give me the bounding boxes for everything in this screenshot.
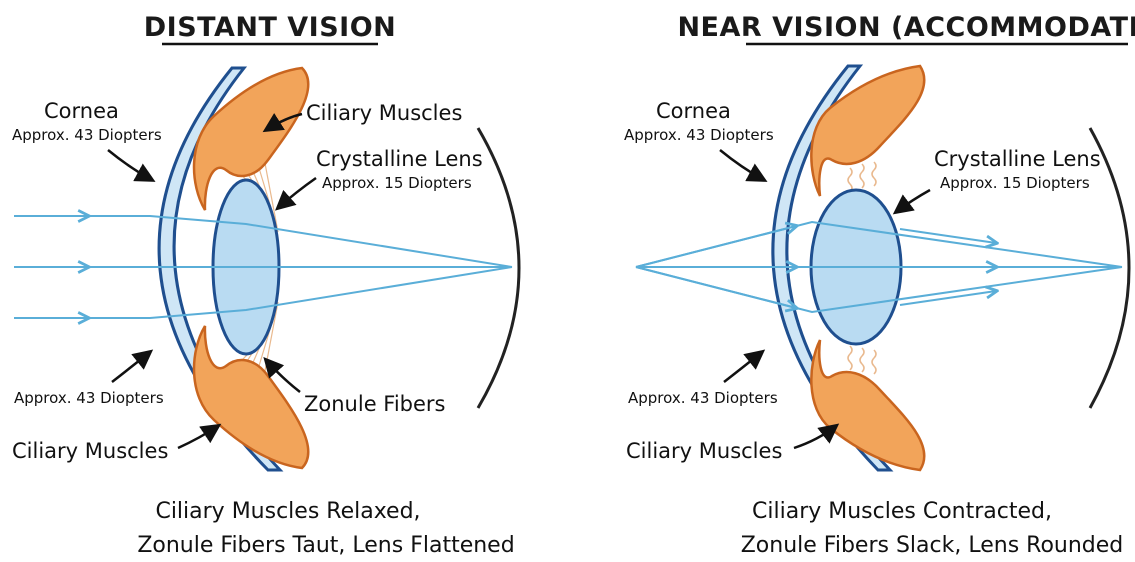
caption-line-1: Ciliary Muscles Relaxed,: [155, 499, 420, 524]
panel-near-vision: NEAR VISION (ACCOMMODATION): [624, 12, 1135, 558]
crystalline-lens-label: Crystalline Lens: [316, 147, 483, 171]
cornea-power-label: Approx. 43 Diopters: [12, 126, 162, 144]
lower-power-label: Approx. 43 Diopters: [628, 389, 778, 407]
caption-line-1: Ciliary Muscles Contracted,: [752, 499, 1052, 524]
panel-distant-vision: DISTANT VISION: [12, 12, 519, 558]
lens-power-label: Approx. 15 Diopters: [940, 174, 1090, 192]
crystalline-lens-label: Crystalline Lens: [934, 147, 1101, 171]
caption-line-2: Zonule Fibers Slack, Lens Rounded: [741, 533, 1124, 558]
ciliary-muscle-top: [811, 66, 924, 196]
ciliary-muscle-bottom: [811, 340, 924, 470]
ciliary-muscles-top-label: Ciliary Muscles: [306, 101, 462, 125]
lower-power-label: Approx. 43 Diopters: [14, 389, 164, 407]
panel-title-distant: DISTANT VISION: [144, 12, 397, 43]
cornea-power-label: Approx. 43 Diopters: [624, 126, 774, 144]
caption-line-2: Zonule Fibers Taut, Lens Flattened: [137, 533, 514, 558]
cornea-label: Cornea: [44, 99, 119, 123]
ciliary-muscles-bottom-label: Ciliary Muscles: [12, 439, 168, 463]
cornea-label: Cornea: [656, 99, 731, 123]
lens-power-label: Approx. 15 Diopters: [322, 174, 472, 192]
ciliary-muscles-bottom-label: Ciliary Muscles: [626, 439, 782, 463]
zonule-fibers-label: Zonule Fibers: [304, 392, 446, 416]
panel-title-near: NEAR VISION (ACCOMMODATION): [677, 12, 1135, 43]
